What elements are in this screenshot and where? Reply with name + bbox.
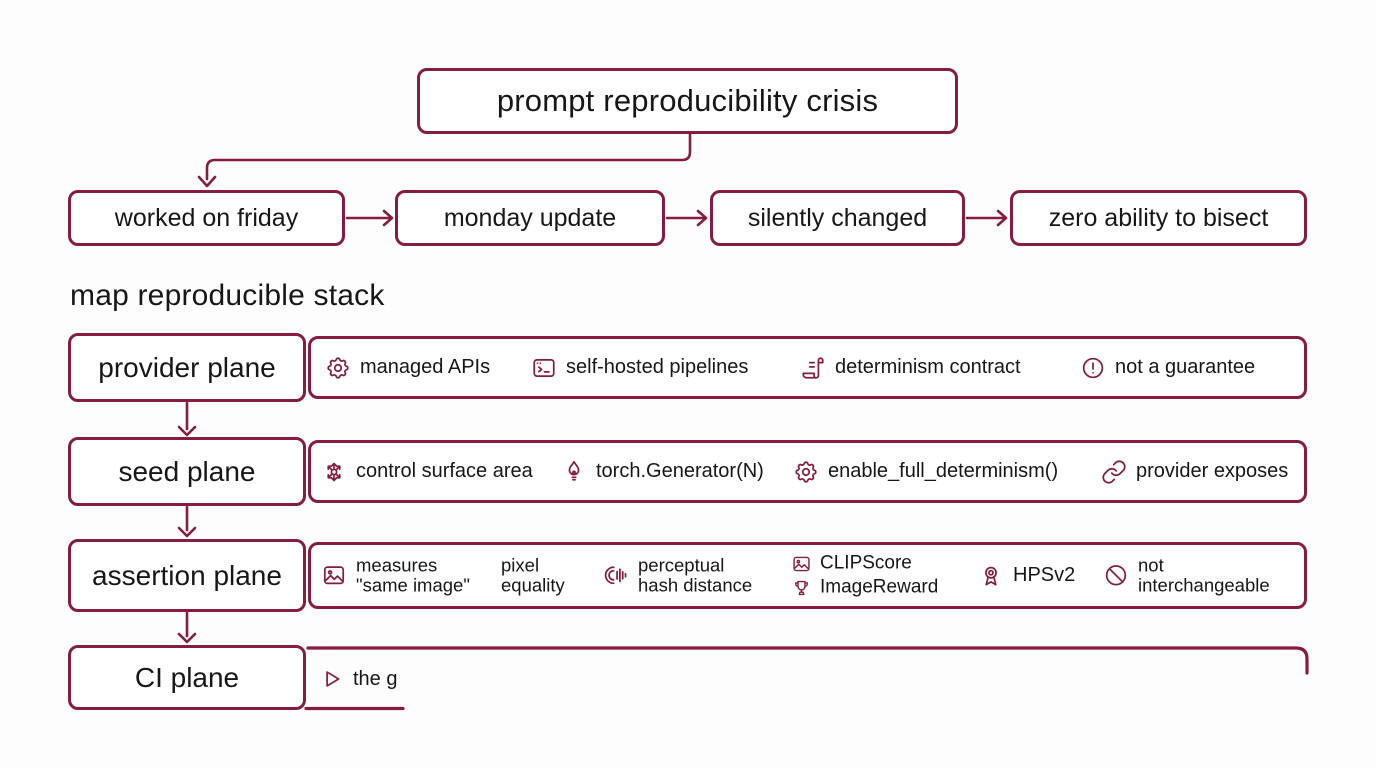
row-item-hpsv2: HPSv2 — [978, 563, 1075, 589]
stack-heading: map reproducible stack — [70, 279, 385, 312]
row-item-torch-generator-n: torch.Generator(N) — [561, 459, 764, 485]
chain-box-zero-ability-to-bisect: zero ability to bisect — [1010, 190, 1307, 246]
plane-arrow-head — [177, 425, 197, 437]
row-item-text: the g — [353, 667, 398, 690]
plane-label-text: provider plane — [98, 351, 276, 383]
row-item-measures-same-image: measures "same image" — [321, 553, 470, 596]
row-item-text: provider exposes — [1136, 460, 1289, 483]
row-item-text: determinism contract — [835, 356, 1021, 379]
plane-row-ci-plane-partial: the g — [308, 648, 1307, 710]
chain-arrow-head — [696, 209, 708, 227]
row-subitem-clipscore: CLIPScore — [791, 552, 938, 574]
row-item-text: self-hosted pipelines — [566, 356, 749, 379]
chain-box-worked-on-friday: worked on friday — [68, 190, 345, 246]
row-item-text: not interchangeable — [1138, 553, 1270, 596]
chain-arrow-head — [996, 209, 1008, 227]
image-icon — [791, 553, 812, 574]
row-item-text: perceptual hash distance — [638, 553, 753, 596]
crisis-connector-line — [205, 132, 692, 181]
terminal-window-icon — [531, 355, 557, 381]
row-item-text: pixel equality — [501, 553, 565, 596]
plane-label-provider-plane: provider plane — [68, 333, 306, 402]
torch-flame-icon — [561, 459, 587, 485]
row-item-text: ImageReward — [820, 576, 939, 598]
plane-row-seed-plane: control surface area torch.Generator(N) en… — [308, 440, 1307, 503]
row-item-text: enable_full_determinism() — [828, 460, 1059, 483]
row-item-text: HPSv2 — [1013, 564, 1076, 587]
row-item-control-surface-area: control surface area — [321, 459, 533, 485]
prohibited-icon — [1103, 563, 1129, 589]
row-item-text: not a guarantee — [1115, 356, 1256, 379]
chain-box-silently-changed: silently changed — [710, 190, 965, 246]
row-item-not-interchangeable: not interchangeable — [1103, 553, 1270, 596]
gear-icon — [325, 355, 351, 381]
plane-label-text: seed plane — [118, 455, 256, 487]
row-item-text: CLIPScore — [820, 552, 912, 574]
plane-arrow-head — [177, 632, 197, 644]
row-item-the-g: the g — [318, 666, 397, 692]
plane-label-text: assertion plane — [92, 559, 282, 591]
alert-circle-icon — [1080, 355, 1106, 381]
link-icon — [1101, 459, 1127, 485]
clipped-item-wrap: the g — [318, 648, 406, 710]
plane-row-provider-plane: managed APIs self-hosted pipelines determi… — [308, 336, 1307, 399]
row-item-determinism-contract: determinism contract — [800, 355, 1021, 381]
chain-box-label: silently changed — [747, 203, 928, 232]
chain-box-label: monday update — [443, 203, 617, 232]
row-item-managed-apis: managed APIs — [325, 355, 490, 381]
trophy-icon — [791, 577, 812, 598]
chain-arrow-head — [382, 209, 394, 227]
chain-box-monday-update: monday update — [395, 190, 665, 246]
crisis-title: prompt reproducibility crisis — [496, 83, 879, 118]
scroll-icon — [800, 355, 826, 381]
medal-icon — [978, 563, 1004, 589]
row-item-perceptual-hash-distance: perceptual hash distance — [603, 553, 753, 596]
row-item-text: measures "same image" — [356, 553, 470, 596]
plane-arrow-head — [177, 526, 197, 538]
image-icon — [321, 563, 347, 589]
row-item-provider-exposes: provider exposes — [1101, 459, 1288, 485]
chain-box-label: worked on friday — [114, 203, 299, 232]
row-item-text: managed APIs — [360, 356, 491, 379]
crisis-title-box: prompt reproducibility crisis — [417, 68, 958, 134]
row-item-self-hosted-pipelines: self-hosted pipelines — [531, 355, 748, 381]
crisis-connector-arrowhead — [197, 175, 217, 188]
gear-icon — [793, 459, 819, 485]
plane-label-assertion-plane: assertion plane — [68, 539, 306, 612]
expand-arrows-icon — [321, 459, 347, 485]
row-item-text: torch.Generator(N) — [596, 460, 764, 483]
row-item-pixel-equality: pixel equality — [501, 553, 565, 596]
row-subitem-imagereward: ImageReward — [791, 576, 939, 598]
row-item-enable-full-determinism: enable_full_determinism() — [793, 459, 1058, 485]
plane-label-ci-plane: CI plane — [68, 645, 306, 710]
row-item-not-a-guarantee: not a guarantee — [1080, 355, 1255, 381]
chain-box-label: zero ability to bisect — [1048, 203, 1269, 232]
play-icon — [318, 666, 344, 692]
plane-row-assertion-plane: measures "same image" pixel equality perce… — [308, 542, 1307, 609]
plane-label-seed-plane: seed plane — [68, 437, 306, 506]
row-item-text: control surface area — [356, 460, 533, 483]
plane-label-text: CI plane — [134, 661, 240, 693]
waveform-icon — [603, 563, 629, 589]
